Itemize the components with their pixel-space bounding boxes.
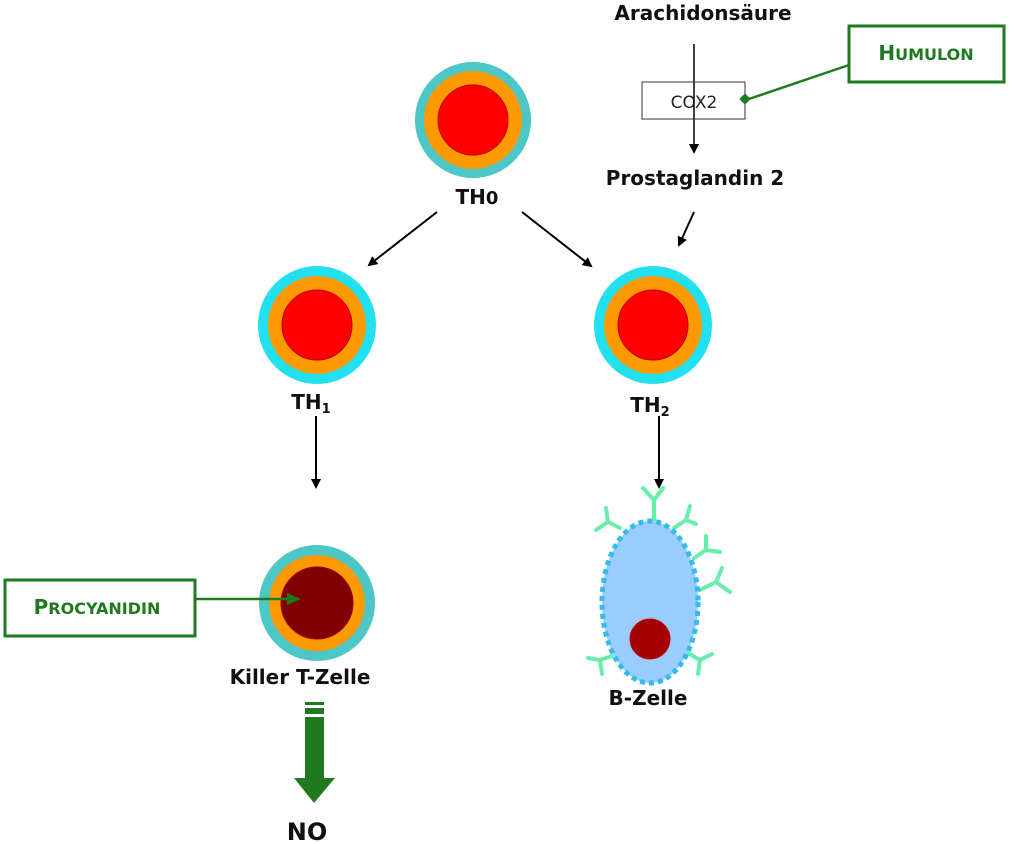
no-label: NO [287,818,328,844]
arachidonic-acid-label: Arachidonsäure [614,1,791,25]
b-cell-antibodies [586,486,732,676]
prostaglandin-label: Prostaglandin 2 [606,166,784,190]
killer-t-cell-label: Killer T-Zelle [230,665,371,689]
th0-label: TH0 [456,185,499,209]
b-cell [586,486,732,686]
b-cell-label: B-Zelle [609,686,688,710]
th2-cell [594,266,712,384]
b-cell-nucleus [629,618,671,660]
killer-to-no-arrow [294,702,335,803]
cox2-box: COX2 [641,81,746,120]
procyanidin-label: PROCYANIDIN [34,595,161,619]
humulon-label: HUMULON [878,41,973,65]
cox2-label: COX2 [671,93,718,113]
killer-t-cell [259,545,375,661]
th1-cell [258,266,376,384]
prostaglandin-to-th2-arrow [677,211,695,247]
th0-to-th1-arrow [367,211,438,267]
th2-label: TH2 [630,393,669,420]
procyanidin-box: PROCYANIDIN [3,578,197,638]
th0-cell [415,62,531,178]
humulon-inhibition-line [745,63,850,102]
th1-label: TH1 [291,390,330,417]
humulon-box: HUMULON [847,24,1006,84]
th0-to-th2-arrow [521,211,593,268]
